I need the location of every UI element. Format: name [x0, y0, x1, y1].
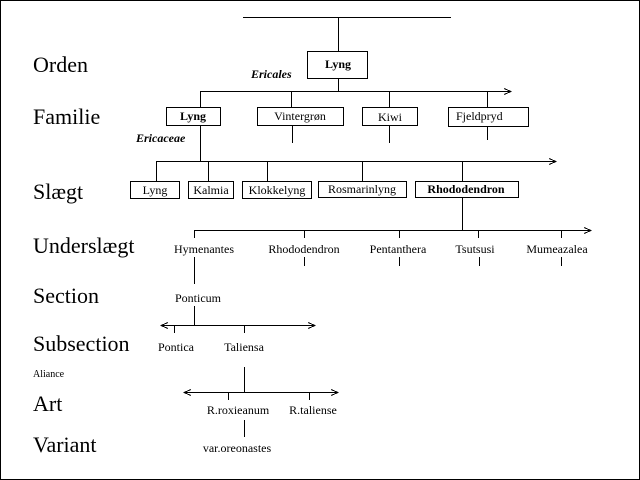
node-art-taliense: R.taliense: [289, 403, 337, 417]
node-label: Kalmia: [193, 183, 229, 197]
node-familie-vintergron: Vintergrøn: [257, 107, 344, 126]
level-label-section: Section: [33, 283, 99, 308]
node-slaegt-rhododendron: Rhododendron: [415, 181, 519, 198]
node-underslaegt-rhododendron: Rhododendron: [268, 242, 339, 256]
level-label-slaegt: Slægt: [33, 179, 83, 204]
node-slaegt-lyng: Lyng: [130, 181, 180, 199]
node-subsection-taliensa: Taliensa: [224, 340, 264, 354]
node-label: Lyng: [143, 183, 168, 197]
node-underslaegt-hymenantes: Hymenantes: [174, 242, 234, 256]
node-familie-fjeldpryd: Fjeldpryd: [448, 107, 529, 127]
node-underslaegt-pentanthera: Pentanthera: [370, 242, 427, 256]
orden-latin-name: Ericales: [250, 67, 292, 81]
node-label: Lyng: [180, 109, 206, 123]
node-label: Klokkelyng: [249, 183, 306, 197]
node-subsection-pontica: Pontica: [158, 340, 195, 354]
node-familie-kiwi: Kiwi: [362, 107, 418, 126]
node-slaegt-rosmarinlyng: Rosmarinlyng: [318, 181, 407, 198]
node-variant-oreonastes: var.oreonastes: [203, 441, 272, 455]
node-orden-label: Lyng: [325, 57, 351, 71]
level-label-aliance: Aliance: [33, 369, 65, 380]
node-label: Vintergrøn: [274, 109, 326, 123]
level-label-orden: Orden: [33, 52, 88, 77]
level-label-variant: Variant: [33, 432, 97, 457]
node-label: Rosmarinlyng: [328, 182, 396, 196]
node-slaegt-klokkelyng: Klokkelyng: [242, 181, 312, 199]
node-label: Fjeldpryd: [456, 109, 503, 123]
node-label: Kiwi: [378, 110, 403, 124]
level-label-familie: Familie: [33, 104, 100, 129]
level-label-underslaegt: Underslægt: [33, 233, 134, 258]
connector-lines: [156, 17, 591, 437]
node-underslaegt-mumeazalea: Mumeazalea: [526, 242, 588, 256]
node-section-ponticum: Ponticum: [175, 291, 222, 305]
node-underslaegt-tsutsusi: Tsutsusi: [455, 242, 495, 256]
node-familie-lyng: Lyng: [166, 107, 221, 126]
node-art-roxieanum: R.roxieanum: [207, 403, 270, 417]
level-label-art: Art: [33, 391, 62, 416]
node-orden: Lyng: [307, 51, 368, 79]
node-label: Rhododendron: [427, 182, 504, 196]
level-label-subsection: Subsection: [33, 331, 130, 356]
node-slaegt-kalmia: Kalmia: [188, 181, 234, 199]
familie-latin-name: Ericaceae: [135, 131, 186, 145]
